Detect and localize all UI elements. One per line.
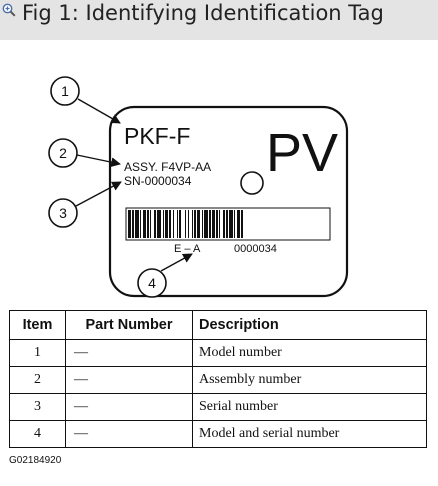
identification-tag-diagram: PKF-F ASSY. F4VP-AA SN-0000034 PV E – A … xyxy=(48,76,349,298)
barcode-bar xyxy=(173,210,174,238)
barcode-bar xyxy=(229,210,233,238)
callout-1-label: 1 xyxy=(61,83,69,99)
barcode-bar xyxy=(192,210,193,238)
table-header-row: Item Part Number Description xyxy=(9,310,427,340)
barcode-bar xyxy=(209,210,211,238)
item-cell: 3 xyxy=(9,393,66,421)
barcode-bar xyxy=(140,210,141,238)
item-cell: 4 xyxy=(9,420,66,448)
callout-3-label: 3 xyxy=(59,205,67,221)
callout-4: 4 xyxy=(137,268,167,298)
barcode-bar xyxy=(204,210,208,238)
callout-1: 1 xyxy=(50,76,80,106)
barcode-bar xyxy=(212,210,215,238)
item-cell: 2 xyxy=(9,366,66,394)
leader-arrow-2 xyxy=(76,154,121,167)
barcode-bar xyxy=(216,210,218,238)
barcode-bar xyxy=(219,210,220,238)
barcode-bar xyxy=(188,210,189,238)
part-number-cell: — xyxy=(65,393,193,421)
barcode-bar xyxy=(185,210,186,238)
figure-header: Fig 1: Identifying Identification Tag xyxy=(0,0,438,40)
barcode-bar xyxy=(163,210,164,238)
barcode-bar xyxy=(169,210,171,238)
callout-2-label: 2 xyxy=(59,145,67,161)
barcode-bar xyxy=(150,210,151,238)
barcode-left-text: E – A xyxy=(174,243,201,255)
description-cell: Assembly number xyxy=(192,366,427,394)
leader-arrow-3 xyxy=(75,181,122,207)
figure-code: G02184920 xyxy=(9,455,62,466)
callout-2: 2 xyxy=(48,138,78,168)
zoom-in-icon[interactable] xyxy=(2,3,16,17)
barcode-bar xyxy=(202,210,203,238)
barcode-bar xyxy=(197,210,200,238)
barcode-bar xyxy=(132,210,134,238)
barcode-bar xyxy=(234,210,235,238)
tag-outline xyxy=(108,105,349,298)
tag-assembly-text: ASSY. F4VP-AA xyxy=(124,160,211,174)
figure-title: Fig 1: Identifying Identification Tag xyxy=(22,1,384,25)
tag-hole xyxy=(240,171,264,195)
barcode-bar xyxy=(157,210,161,238)
barcode-bar xyxy=(226,210,228,238)
table-row: 2 — Assembly number xyxy=(9,366,427,394)
barcode-bar xyxy=(179,210,181,238)
barcode-bar xyxy=(177,210,178,238)
barcode-bar xyxy=(128,210,131,238)
barcode-bar xyxy=(165,210,168,238)
part-number-cell: — xyxy=(65,339,193,367)
barcode-bar xyxy=(241,210,243,238)
part-number-cell: — xyxy=(65,420,193,448)
parts-table: Item Part Number Description 1 — Model n… xyxy=(9,310,427,448)
callout-3: 3 xyxy=(48,198,78,228)
column-header-description: Description xyxy=(192,310,427,340)
column-header-part-number: Part Number xyxy=(65,310,193,340)
barcode-bar xyxy=(154,210,156,238)
part-number-cell: — xyxy=(65,366,193,394)
barcode-bar xyxy=(143,210,146,238)
barcode-bar xyxy=(147,210,149,238)
description-cell: Serial number xyxy=(192,393,427,421)
table-row: 1 — Model number xyxy=(9,339,427,367)
table-row: 4 — Model and serial number xyxy=(9,420,427,448)
tag-code-text: PV xyxy=(266,123,338,183)
barcode-right-text: 0000034 xyxy=(234,243,277,255)
barcode-bar xyxy=(135,210,139,238)
tag-model-text: PKF-F xyxy=(124,123,190,149)
callout-4-label: 4 xyxy=(148,275,156,291)
description-cell: Model and serial number xyxy=(192,420,427,448)
leader-arrow-4 xyxy=(160,253,193,272)
barcode-bar xyxy=(194,210,196,238)
barcode-bar xyxy=(223,210,225,238)
item-cell: 1 xyxy=(9,339,66,367)
barcode-bar xyxy=(237,210,240,238)
column-header-item: Item xyxy=(9,310,66,340)
barcode xyxy=(125,207,331,241)
description-cell: Model number xyxy=(192,339,427,367)
table-row: 3 — Serial number xyxy=(9,393,427,421)
tag-serial-text: SN-0000034 xyxy=(124,174,192,188)
leader-arrow-1 xyxy=(77,98,121,124)
